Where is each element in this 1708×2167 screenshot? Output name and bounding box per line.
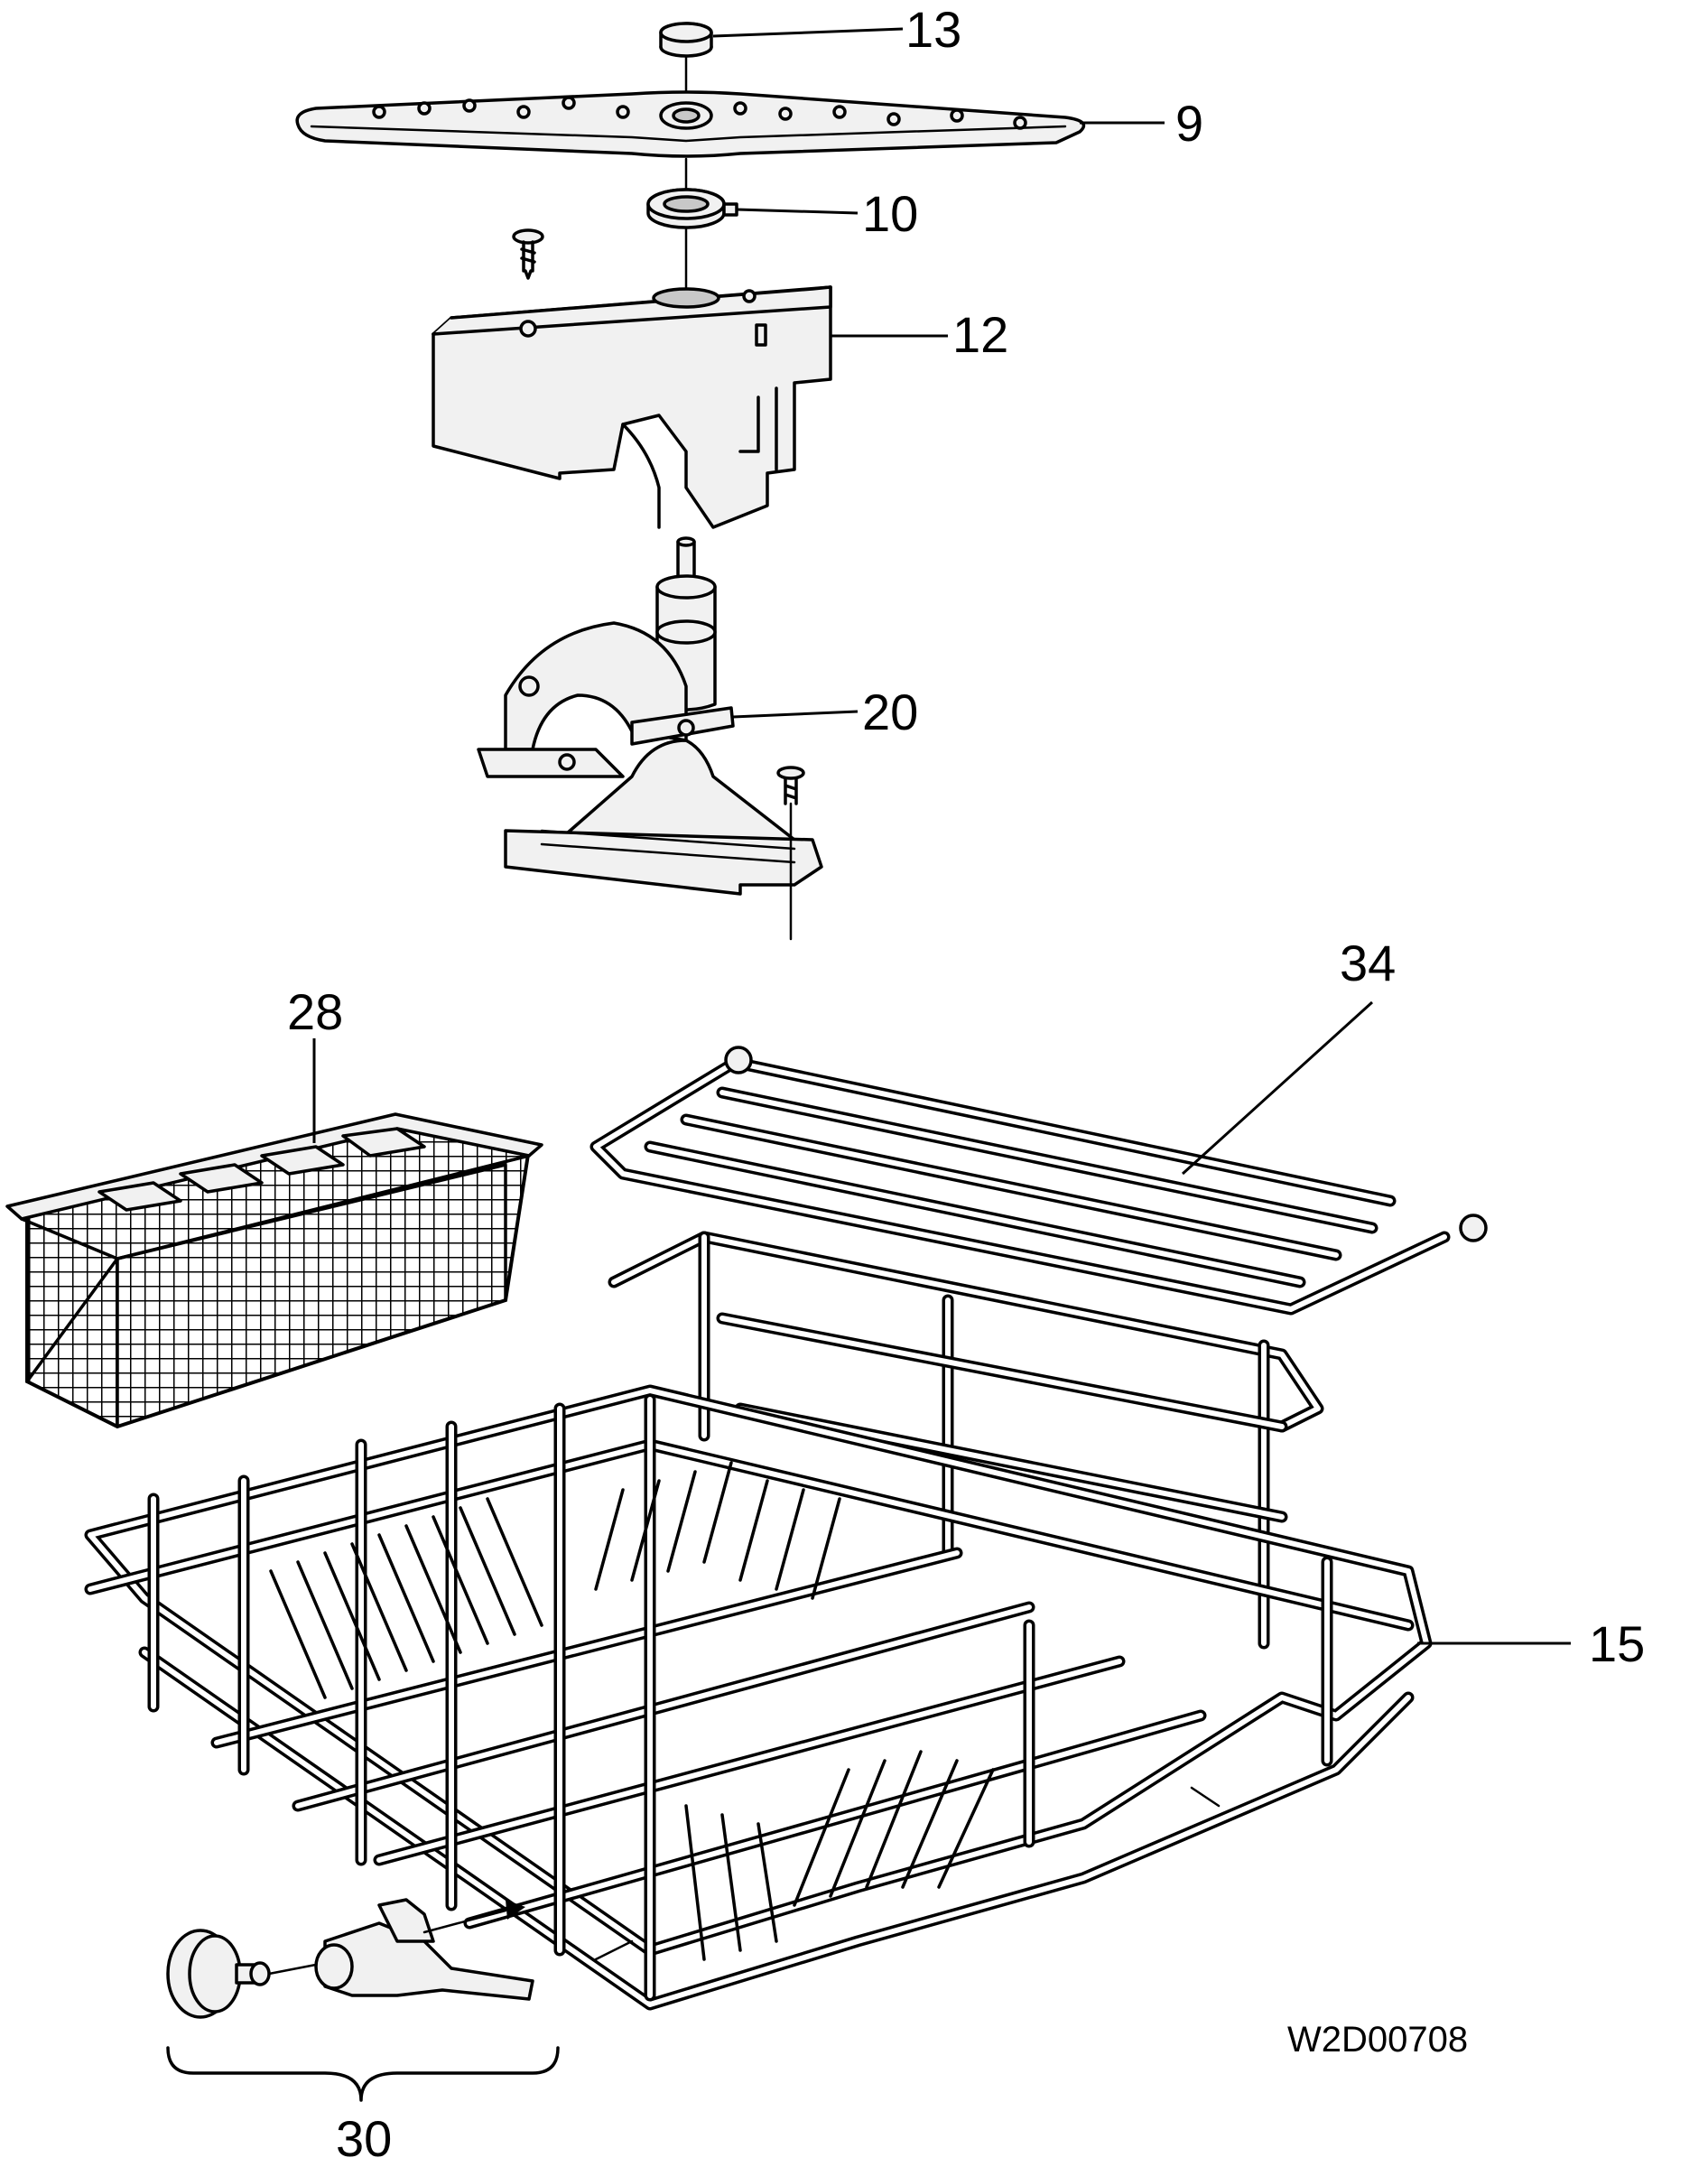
callout-15: 15 bbox=[1589, 1615, 1645, 1672]
spray-arm-support bbox=[432, 285, 832, 529]
lower-basket bbox=[84, 1231, 1433, 2011]
callout-28: 28 bbox=[287, 983, 343, 1040]
cutlery-basket bbox=[5, 1112, 543, 1429]
screw-manifold bbox=[776, 766, 805, 941]
spray-arm-bearing bbox=[646, 157, 738, 289]
callout-9: 9 bbox=[1175, 95, 1203, 152]
spray-arm-nut bbox=[659, 22, 713, 110]
drawing-code: W2D00708 bbox=[1287, 2020, 1468, 2060]
screw-top bbox=[512, 228, 544, 280]
callout-12: 12 bbox=[952, 306, 1008, 363]
rack-knob-assembly bbox=[166, 1898, 560, 2102]
callout-30: 30 bbox=[336, 2110, 392, 2167]
top-wire-rack bbox=[589, 1046, 1488, 1316]
callout-34: 34 bbox=[1340, 935, 1396, 991]
spray-manifold bbox=[477, 536, 823, 896]
callout-10: 10 bbox=[862, 185, 918, 242]
upper-spray-arm bbox=[295, 90, 1086, 158]
callout-20: 20 bbox=[862, 684, 918, 740]
leader-lines bbox=[312, 27, 1571, 1645]
callout-13: 13 bbox=[905, 1, 961, 58]
